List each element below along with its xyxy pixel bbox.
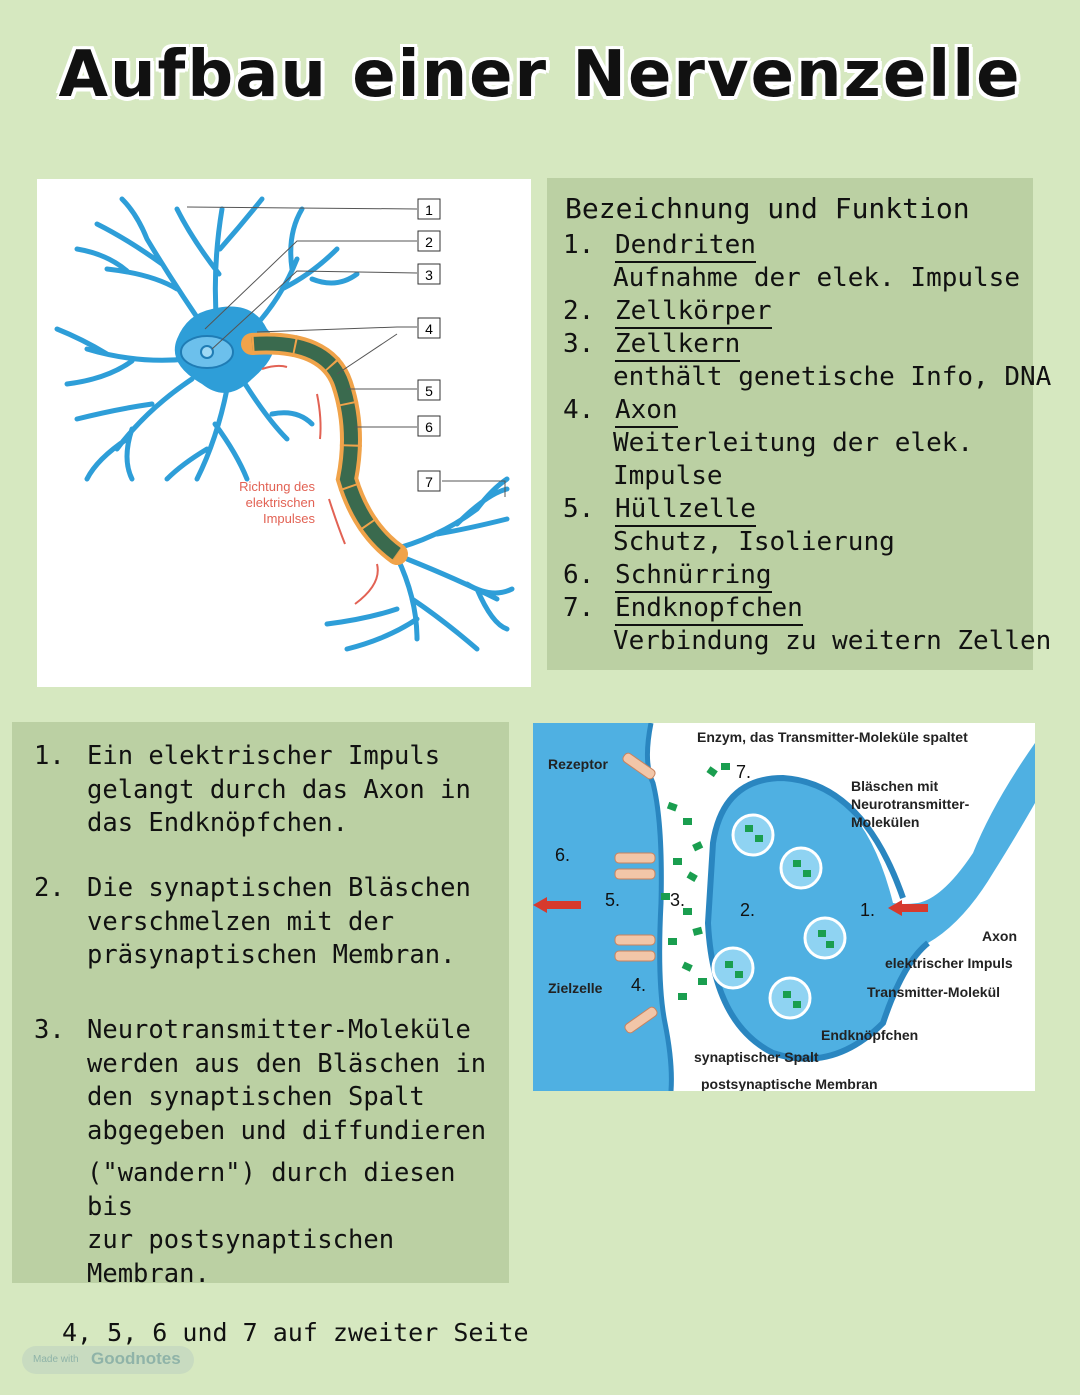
step-text: Ein elektrischer Impuls gelangt durch da…: [87, 740, 507, 841]
legend-term: Hüllzelle: [615, 494, 756, 527]
legend-desc: Weiterleitung der elek.: [613, 428, 974, 458]
legend-item-1: 1. Dendriten: [563, 230, 756, 263]
synapse-mark-7: 7.: [736, 762, 751, 782]
step-line: das Endknöpfchen.: [87, 808, 348, 838]
label-bouton: Endknöpfchen: [821, 1027, 918, 1043]
step-line: Membran.: [87, 1258, 210, 1289]
label-vesicles-1: Bläschen mit: [851, 778, 938, 794]
synapse-mark-2: 2.: [740, 900, 755, 920]
legend-num: 3.: [563, 329, 595, 359]
step-line: Neurotransmitter-Moleküle: [87, 1015, 471, 1045]
legend-item-6: 6. Schnürring: [563, 560, 772, 593]
legend-term: Zellkörper: [615, 296, 772, 329]
step-number: 3.: [34, 1015, 65, 1045]
badge-small-text: Made with: [33, 1354, 79, 1365]
direction-label-line-2: elektrischen: [246, 495, 315, 510]
label-impulse: elektrischer Impuls: [885, 955, 1013, 971]
legend-item-2: 2. Zellkörper: [563, 296, 772, 329]
legend-desc: enthält genetische Info, DNA: [613, 362, 1052, 392]
legend-term: Zellkern: [615, 329, 741, 362]
label-cleft: synaptischer Spalt: [694, 1049, 819, 1065]
neuron-marker-7: 7: [425, 474, 433, 490]
legend-num: 6.: [563, 560, 595, 590]
step-line: präsynaptischen Membran.: [87, 940, 456, 970]
label-receptor: Rezeptor: [548, 756, 608, 772]
label-axon: Axon: [982, 928, 1017, 944]
synapse-diagram: Enzym, das Transmitter-Moleküle spaltet …: [533, 723, 1035, 1091]
neuron-illustration: 1 2 3 4 5 6 7 Richtung des elektrischen …: [54, 196, 515, 652]
neuron-marker-3: 3: [425, 267, 433, 283]
step-line: werden aus den Bläschen in: [87, 1048, 487, 1079]
direction-label-line-3: Impulses: [263, 511, 316, 526]
legend-item-5: 5. Hüllzelle: [563, 494, 756, 527]
synapse-mark-1: 1.: [860, 900, 875, 920]
step-line: zur postsynaptischen: [87, 1225, 395, 1255]
legend-heading: Bezeichnung und Funktion: [565, 192, 970, 225]
legend-item-7: 7. Endknopfchen: [563, 593, 803, 626]
step-text: Neurotransmitter-Moleküle werden aus den…: [87, 1014, 507, 1291]
legend-panel: Bezeichnung und Funktion 1. Dendriten Auf…: [547, 178, 1051, 670]
legend-term: Dendriten: [615, 230, 756, 263]
step-line: ("wandern") durch diesen bis: [87, 1158, 456, 1222]
label-target-cell: Zielzelle: [548, 980, 603, 996]
neuron-marker-1: 1: [425, 202, 433, 218]
footer-note: 4, 5, 6 und 7 auf zweiter Seite: [62, 1318, 529, 1347]
label-postsynaptic: postsynaptische Membran: [701, 1076, 878, 1091]
synapse-mark-5: 5.: [605, 890, 620, 910]
label-molecule: Transmitter-Molekül: [867, 984, 1000, 1000]
legend-item-4: 4. Axon: [563, 395, 678, 428]
neuron-marker-2: 2: [425, 234, 433, 250]
step-text: Die synaptischen Bläschen verschmelzen m…: [87, 872, 507, 973]
label-enzyme: Enzym, das Transmitter-Moleküle spaltet: [697, 729, 968, 745]
legend-num: 7.: [563, 593, 595, 623]
neuron-diagram: 1 2 3 4 5 6 7 Richtung des elektrischen …: [37, 179, 531, 687]
legend-num: 4.: [563, 395, 595, 425]
neuron-marker-5: 5: [425, 383, 433, 399]
legend-num: 2.: [563, 296, 595, 326]
page-title: Aufbau einer Nervenzelle: [58, 38, 1022, 112]
step-line: Die synaptischen Bläschen: [87, 873, 471, 903]
legend-desc: Aufnahme der elek. Impulse: [613, 263, 1020, 293]
direction-label-line-1: Richtung des: [239, 479, 315, 494]
step-number: 2.: [34, 873, 65, 903]
goodnotes-badge: Made with Goodnotes: [22, 1346, 194, 1374]
neuron-marker-6: 6: [425, 419, 433, 435]
synapse-illustration: Enzym, das Transmitter-Moleküle spaltet …: [533, 723, 1035, 1091]
legend-term: Schnürring: [615, 560, 772, 593]
legend-term: Endknopfchen: [615, 593, 803, 626]
step-line: verschmelzen mit der: [87, 906, 395, 937]
step-line: den synaptischen Spalt: [87, 1082, 425, 1112]
steps-panel: 1. Ein elektrischer Impuls gelangt durch…: [12, 722, 509, 1289]
step-line: abgegeben und diffundieren: [87, 1115, 487, 1146]
legend-item-3: 3. Zellkern: [563, 329, 741, 362]
synapse-mark-6: 6.: [555, 845, 570, 865]
badge-brand: Goodnotes: [91, 1349, 181, 1368]
label-vesicles-2: Neurotransmitter-: [851, 796, 970, 812]
step-number: 1.: [34, 741, 65, 771]
synapse-mark-3: 3.: [670, 890, 685, 910]
synapse-mark-4: 4.: [631, 975, 646, 995]
neuron-marker-4: 4: [425, 321, 433, 337]
legend-num: 1.: [563, 230, 595, 260]
legend-desc: Schutz, Isolierung: [613, 527, 895, 557]
step-line: Ein elektrischer Impuls: [87, 741, 441, 771]
legend-desc: Impulse: [613, 461, 723, 491]
legend-term: Axon: [615, 395, 678, 428]
legend-num: 5.: [563, 494, 595, 524]
legend-desc: Verbindung zu weitern Zellen: [613, 626, 1052, 656]
label-vesicles-3: Molekülen: [851, 814, 919, 830]
step-line: gelangt durch das Axon in: [87, 774, 471, 805]
